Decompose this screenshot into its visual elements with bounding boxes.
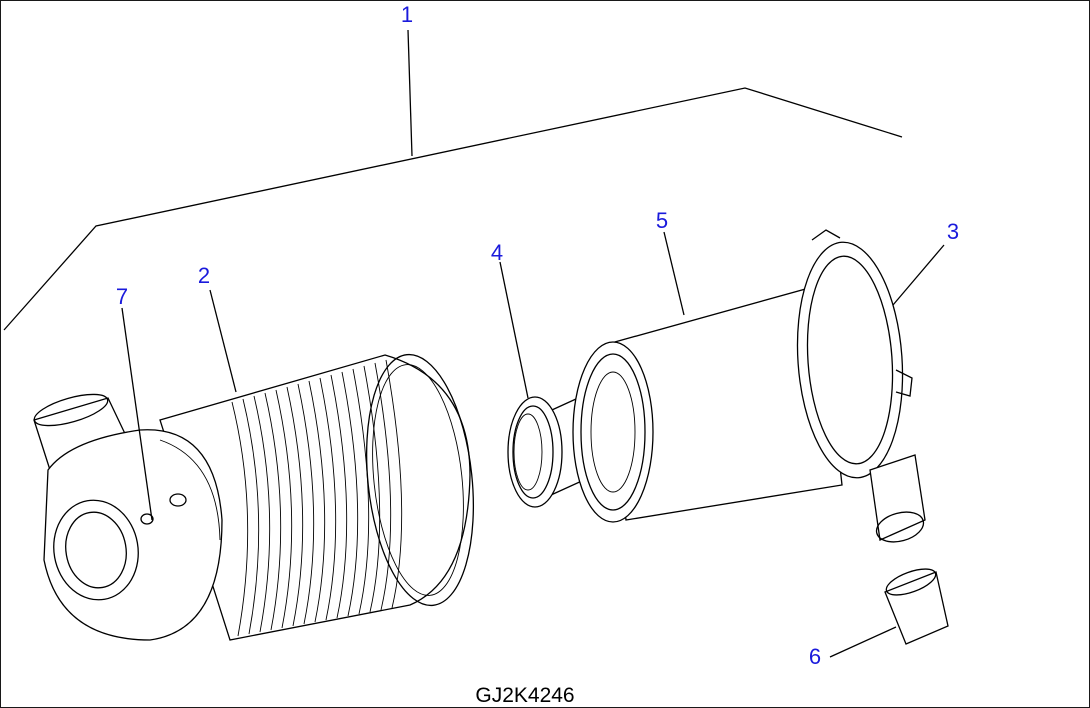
callout-7: 7 — [116, 284, 128, 309]
pleat-line — [363, 365, 381, 613]
air-cleaner-body — [33, 353, 475, 641]
pleat-line — [374, 362, 392, 611]
evacuator-valve — [884, 568, 949, 645]
pleat-line — [231, 401, 249, 637]
callout-3: 3 — [947, 219, 959, 244]
pleat-line — [385, 359, 403, 609]
primary-element — [572, 284, 843, 523]
pleat-line — [297, 383, 315, 625]
figure-id: GJ2K4246 — [475, 684, 574, 707]
pleat-line — [352, 368, 370, 615]
callout-2: 2 — [198, 263, 210, 288]
pleat-line — [286, 386, 304, 627]
pleat-line — [341, 371, 359, 617]
pleat-line — [242, 398, 260, 635]
leader-lines — [121, 231, 945, 658]
callout-4: 4 — [491, 240, 503, 265]
assembly-bracket — [3, 29, 903, 331]
pleat-line — [253, 395, 271, 633]
callout-6: 6 — [809, 644, 821, 669]
callout-5: 5 — [656, 208, 668, 233]
pleat-line — [264, 392, 282, 631]
housing-flange — [796, 229, 926, 543]
filter-pleats — [231, 359, 403, 637]
pleat-line — [319, 377, 337, 621]
pleat-line — [330, 374, 348, 619]
callout-1: 1 — [401, 2, 413, 27]
pleat-line — [275, 389, 293, 629]
pleat-line — [308, 380, 326, 623]
